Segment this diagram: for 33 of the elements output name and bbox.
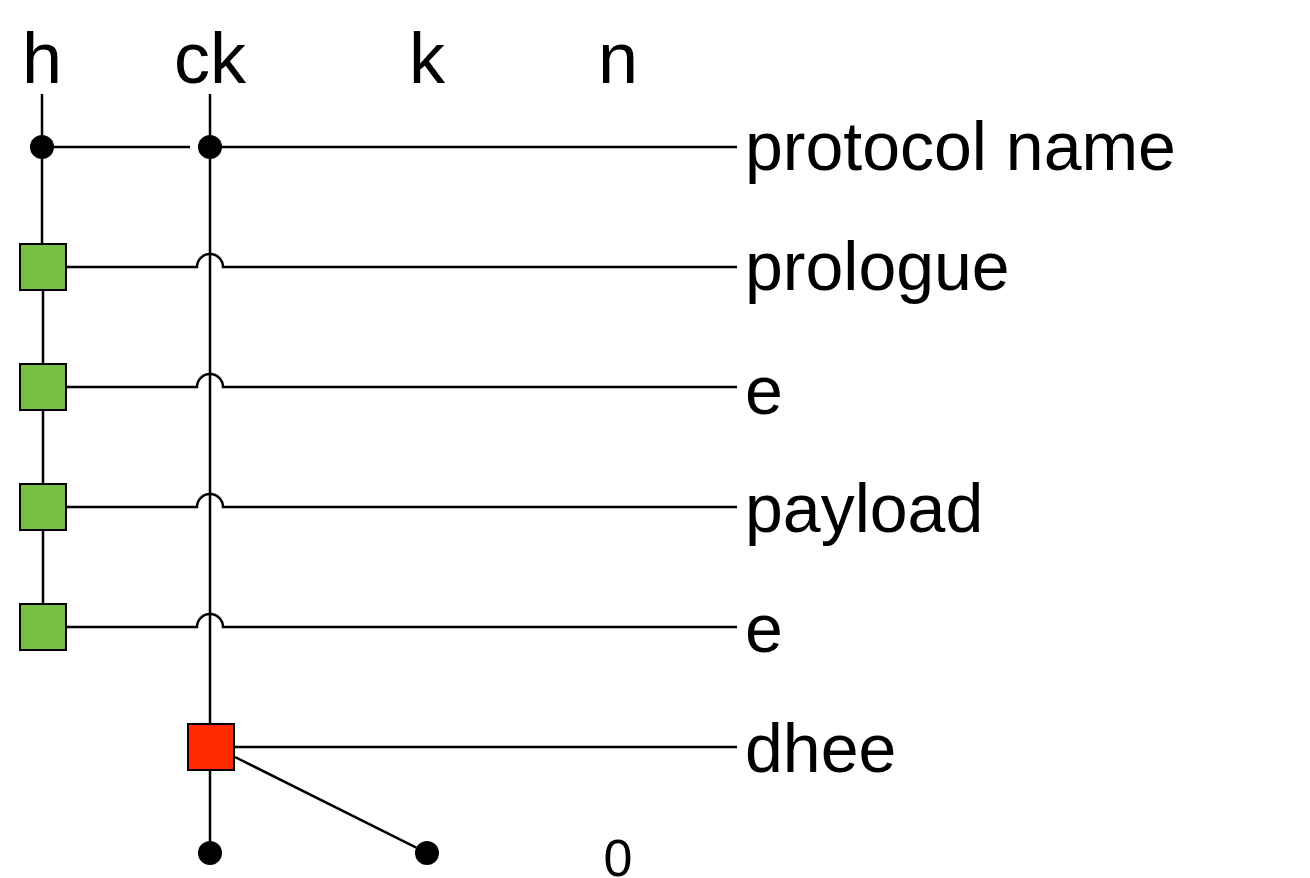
row-label: dhee [745, 714, 897, 782]
junction-dot [30, 135, 54, 159]
column-label: n [598, 22, 639, 94]
connector-line [41, 291, 45, 363]
connector-line [67, 252, 737, 269]
connector-line [41, 411, 45, 483]
connector-line [235, 745, 737, 749]
connector-line [234, 755, 417, 849]
column-label: k [409, 22, 445, 94]
connector-line [54, 145, 190, 149]
connector-line [40, 94, 44, 135]
connector-line [40, 159, 44, 243]
operation-box [19, 363, 67, 411]
operation-box [19, 603, 67, 651]
operation-box [19, 243, 67, 291]
connector-line [41, 531, 45, 603]
constant-label: 0 [603, 832, 633, 878]
connector-line [208, 94, 212, 135]
junction-dot [415, 841, 439, 865]
operation-box [187, 723, 235, 771]
connector-line [222, 145, 737, 149]
operation-box [19, 483, 67, 531]
connector-line [67, 372, 737, 389]
junction-dot [198, 841, 222, 865]
row-label: e [745, 594, 783, 662]
connector-line [208, 771, 212, 841]
connector-line [67, 612, 737, 629]
junction-dot [198, 135, 222, 159]
row-label: e [745, 356, 783, 424]
column-label: ck [174, 22, 246, 94]
connector-line [67, 492, 737, 509]
connector-line [208, 159, 212, 723]
column-label: h [22, 22, 63, 94]
